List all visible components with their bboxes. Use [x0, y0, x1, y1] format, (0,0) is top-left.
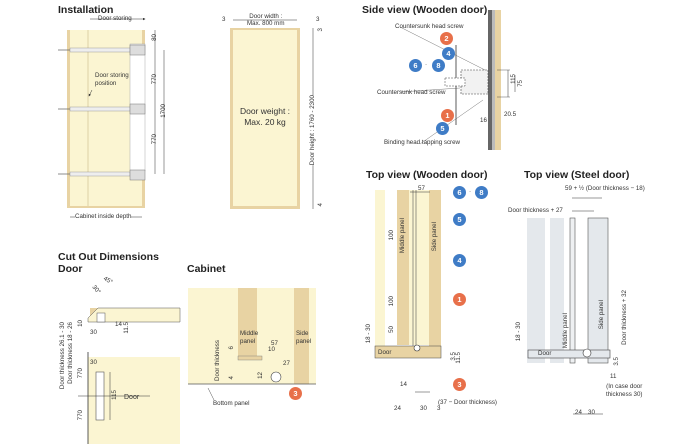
dim-30: 30 [420, 405, 427, 412]
bottom-panel-label: Bottom panel [213, 400, 250, 407]
dim-14: 14 [400, 381, 407, 388]
part-badge-4: 4 [453, 254, 466, 267]
formula-door-thickness-32: Door thickness + 32 [621, 290, 628, 345]
installation-title: Installation [58, 4, 114, 16]
countersunk-head-screw-mid: Countersunk head screw [377, 89, 446, 96]
steel-door-label: Door [538, 350, 552, 357]
dim-80: 80 [151, 34, 158, 41]
dim-18-30: 18 - 30 [365, 324, 372, 344]
dim-57: 57 [418, 185, 425, 192]
door-storing-label: Door storing [98, 15, 132, 22]
dim-24: 24 [394, 405, 401, 412]
part-badge-5: 5 [453, 213, 466, 226]
cabinet-dim-12: 12 [257, 372, 264, 379]
cutout-dim-115: 115 [111, 390, 118, 400]
dim-1700: 1700 [160, 104, 167, 118]
cutout-cabinet-drawing [188, 288, 316, 401]
dim-11-5: 11.5 [455, 352, 462, 364]
side-view-title: Side view (Wooden door) [362, 4, 488, 16]
top-view-wooden-title: Top view (Wooden door) [366, 169, 488, 181]
side-panel-label: Side panel [431, 222, 438, 252]
door-gap-right: 3 [316, 16, 320, 23]
cutout-door-subtitle: Door [58, 263, 83, 275]
cabinet-dim-57: 57 [271, 340, 278, 347]
part-badge-6: 6 [409, 59, 422, 72]
dim-100-top: 100 [388, 230, 395, 241]
steel-dim-24: 24 [575, 409, 582, 416]
badge-separator: · [469, 188, 472, 195]
binding-head-tapping-screw: Binding head tapping screw [384, 139, 461, 146]
dim-50: 50 [388, 326, 395, 333]
formula-59: 59 + ½ (Door thickness − 18) [565, 185, 645, 192]
part-badge-8: 8 [475, 186, 488, 199]
cutout-dim-30: 30 [90, 329, 97, 336]
part-badge-8: 8 [432, 59, 445, 72]
steel-dim-30: 30 [588, 409, 595, 416]
steel-dim-11: 11 [610, 373, 617, 380]
installation-cabinet [58, 17, 165, 218]
steel-dim-3-5: 3.5 [613, 357, 620, 366]
part-badge-2: 2 [440, 32, 453, 45]
cutout-dim-30b: 30 [90, 359, 97, 366]
side-view-drawing [399, 10, 516, 150]
cabinet-dim-27: 27 [283, 360, 290, 367]
countersunk-head-screw-top: Countersunk head screw [395, 23, 464, 30]
dim-16: 16 [480, 117, 487, 124]
door-width-label: Door width : Max. 800 mm [247, 13, 285, 28]
badge-separator: · [425, 61, 428, 68]
dim-3: 3 [437, 405, 441, 412]
cutout-cabinet-subtitle: Cabinet [187, 263, 226, 275]
cutout-dim-770b: 770 [77, 410, 84, 421]
middle-panel-label: Middle panel [399, 218, 406, 254]
door-gap-top: 3 [317, 28, 324, 32]
steel-note: (In case door thickness 30) [606, 383, 643, 399]
cutout-title: Cut Out Dimensions [58, 251, 159, 263]
dim-37-door-thickness: (37 − Door thickness) [438, 399, 497, 406]
steel-middle-panel-label: Middle panel [562, 313, 569, 349]
cabinet-side-panel: Side panel [296, 330, 312, 346]
steel-side-panel-label: Side panel [598, 300, 605, 330]
door-gap-left: 3 [222, 16, 226, 23]
cutout-door-drawing [78, 307, 181, 444]
door-weight-label: Door weight : Max. 20 kg [239, 106, 291, 127]
dim-door-thickness-26-30: Door thickness 26.1 - 30 [59, 322, 66, 390]
cabinet-dim-6: 6 [228, 346, 235, 350]
cabinet-middle-panel: Middle panel [240, 330, 259, 346]
dim-100-mid: 100 [388, 296, 395, 307]
part-badge-1: 1 [441, 109, 454, 122]
part-badge-5: 5 [436, 122, 449, 135]
part-badge-6: 6 [453, 186, 466, 199]
door-storing-position-label: Door storing position [95, 72, 129, 88]
cabinet-dim-4: 4 [228, 376, 235, 380]
steel-dim-18-30: 18 - 30 [515, 322, 522, 342]
cabinet-door-thickness: Door thickness [214, 340, 221, 381]
part-badge-3: 3 [289, 387, 302, 400]
cabinet-dim-10: 10 [268, 346, 275, 353]
dim-770-top: 770 [151, 74, 158, 85]
cutout-dim-770a: 770 [77, 368, 84, 379]
top-view-wooden-drawing [374, 190, 442, 393]
part-badge-1: 1 [453, 293, 466, 306]
door-panel [230, 19, 314, 209]
dim-20-5: 20.5 [504, 111, 517, 118]
door-gap-bottom: 4 [317, 203, 324, 207]
part-badge-3: 3 [453, 378, 466, 391]
dim-770-bottom: 770 [151, 134, 158, 145]
dim-75: 75 [517, 80, 524, 87]
cutout-door-label: Door [124, 394, 140, 401]
door-label: Door [378, 349, 392, 356]
part-badge-4: 4 [442, 47, 455, 60]
cutout-dim-11-5: 11.5 [123, 322, 130, 334]
formula-door-thickness-27: Door thickness + 27 [508, 207, 563, 214]
dim-door-thickness-18-26: Door thickness 18 - 26 [67, 322, 74, 384]
top-view-steel-title: Top view (Steel door) [524, 169, 630, 181]
door-height-label: Door height : 1760 - 2300 [309, 95, 317, 166]
top-view-steel-drawing [527, 197, 611, 415]
cutout-dim-10: 10 [77, 320, 84, 327]
cabinet-inside-depth-label: Cabinet inside depth [75, 213, 132, 221]
cutout-dim-14: 14 [115, 321, 122, 328]
